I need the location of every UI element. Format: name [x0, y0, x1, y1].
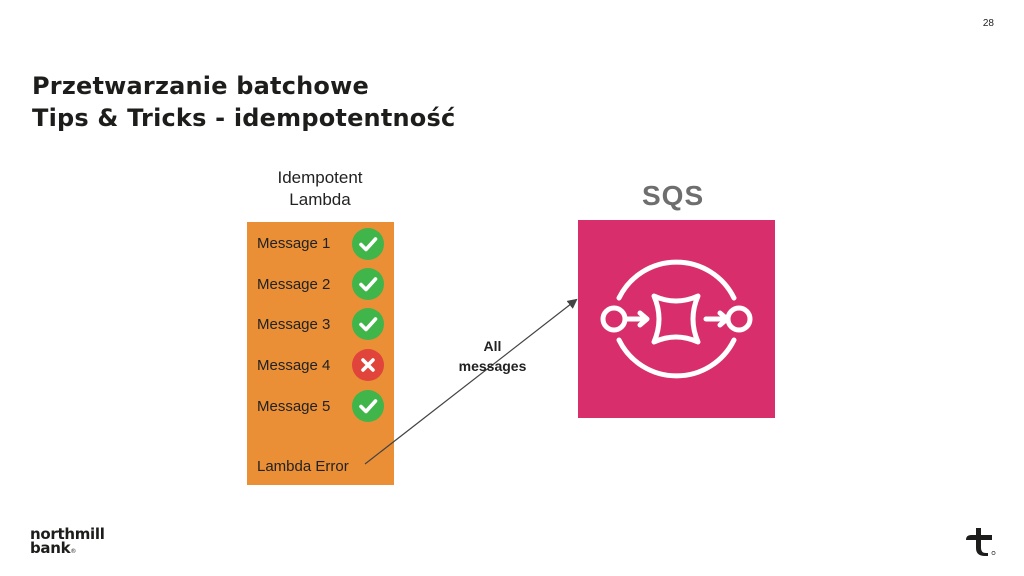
message-3-label: Message 3 — [257, 316, 331, 333]
arrow-label: All messages — [445, 336, 540, 376]
page-number: 28 — [982, 18, 994, 29]
check-icon — [352, 390, 384, 422]
title-line-2: Tips & Tricks - idempotentność — [32, 104, 456, 132]
lambda-label: Idempotent Lambda — [250, 167, 390, 211]
slide-title: Przetwarzanie batchowe Tips & Tricks - i… — [32, 70, 455, 134]
check-icon — [352, 228, 384, 260]
message-4-label: Message 4 — [257, 357, 331, 374]
lambda-error-label: Lambda Error — [257, 458, 349, 475]
sqs-queue-icon — [578, 220, 775, 418]
logo-line-2: bank® — [30, 541, 105, 559]
logo-line-2-text: bank — [30, 539, 71, 557]
check-icon — [352, 268, 384, 300]
lambda-label-line-2: Lambda — [289, 190, 351, 209]
lambda-label-line-1: Idempotent — [277, 168, 363, 187]
northmill-bank-logo: northmill bank® — [30, 527, 105, 559]
logo-registered-mark: ® — [70, 548, 77, 555]
sqs-label: SQS — [642, 180, 705, 211]
cross-icon — [352, 349, 384, 381]
all-messages-arrow — [364, 298, 578, 465]
message-2-label: Message 2 — [257, 276, 331, 293]
message-1-label: Message 1 — [257, 235, 331, 252]
northmill-mark-icon — [966, 528, 996, 556]
arrow-label-line-2: messages — [458, 358, 527, 374]
arrow-label-line-1: All — [483, 338, 502, 354]
title-line-1: Przetwarzanie batchowe — [32, 72, 369, 100]
lambda-box: Message 1 Message 2 Message 3 Message 4 … — [247, 222, 394, 485]
message-5-label: Message 5 — [257, 398, 331, 415]
logo-line-1: northmill — [30, 525, 105, 543]
check-icon — [352, 308, 384, 340]
